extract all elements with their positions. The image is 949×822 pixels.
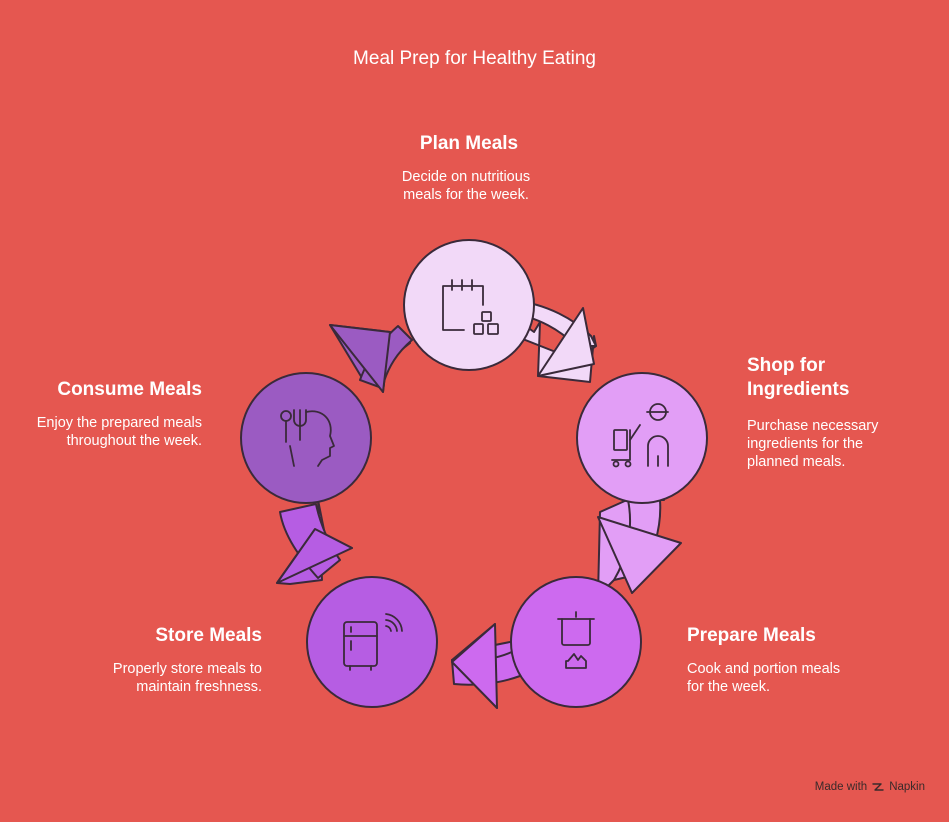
arrowhead-plan-to-shop xyxy=(537,307,595,377)
arrowhead-store-to-consume xyxy=(276,528,353,584)
step-circle-shop xyxy=(576,372,708,504)
step-circle-store xyxy=(306,576,438,708)
arrowhead-prepare-to-store xyxy=(451,623,498,709)
step-description-plan: Decide on nutritious meals for the week. xyxy=(401,169,531,203)
step-title-store: Store Meals xyxy=(155,625,262,646)
step-title-consume: Consume Meals xyxy=(57,379,202,400)
arrowhead-shop-to-prepare xyxy=(597,516,682,594)
step-title-plan: Plan Meals xyxy=(419,133,519,154)
napkin-brand-label: Napkin xyxy=(889,781,925,793)
arrowhead-consume-to-plan xyxy=(329,324,391,393)
step-description-consume: Enjoy the prepared meals throughout the … xyxy=(36,415,202,449)
step-circle-prepare xyxy=(510,576,642,708)
shopping-cart-person-icon xyxy=(611,403,669,468)
step-title-shop: Shop for Ingredients xyxy=(747,355,850,400)
utensils-head-icon xyxy=(280,409,335,467)
step-circle-plan xyxy=(403,239,535,371)
step-description-shop: Purchase necessary ingredients for the p… xyxy=(747,418,879,470)
diagram-title: Meal Prep for Healthy Eating xyxy=(353,48,596,69)
step-title-prepare: Prepare Meals xyxy=(687,625,816,646)
made-with-label: Made with xyxy=(814,781,868,793)
napkin-logo-icon xyxy=(872,783,884,791)
cooking-pot-icon xyxy=(557,611,595,669)
step-circle-consume xyxy=(240,372,372,504)
calendar-blocks-icon xyxy=(442,279,499,335)
napkin-footer: Made with Napkin xyxy=(815,781,925,793)
step-description-store: Properly store meals to maintain freshne… xyxy=(112,661,262,695)
step-description-prepare: Cook and portion meals for the week. xyxy=(687,661,841,695)
smart-fridge-icon xyxy=(343,613,403,671)
